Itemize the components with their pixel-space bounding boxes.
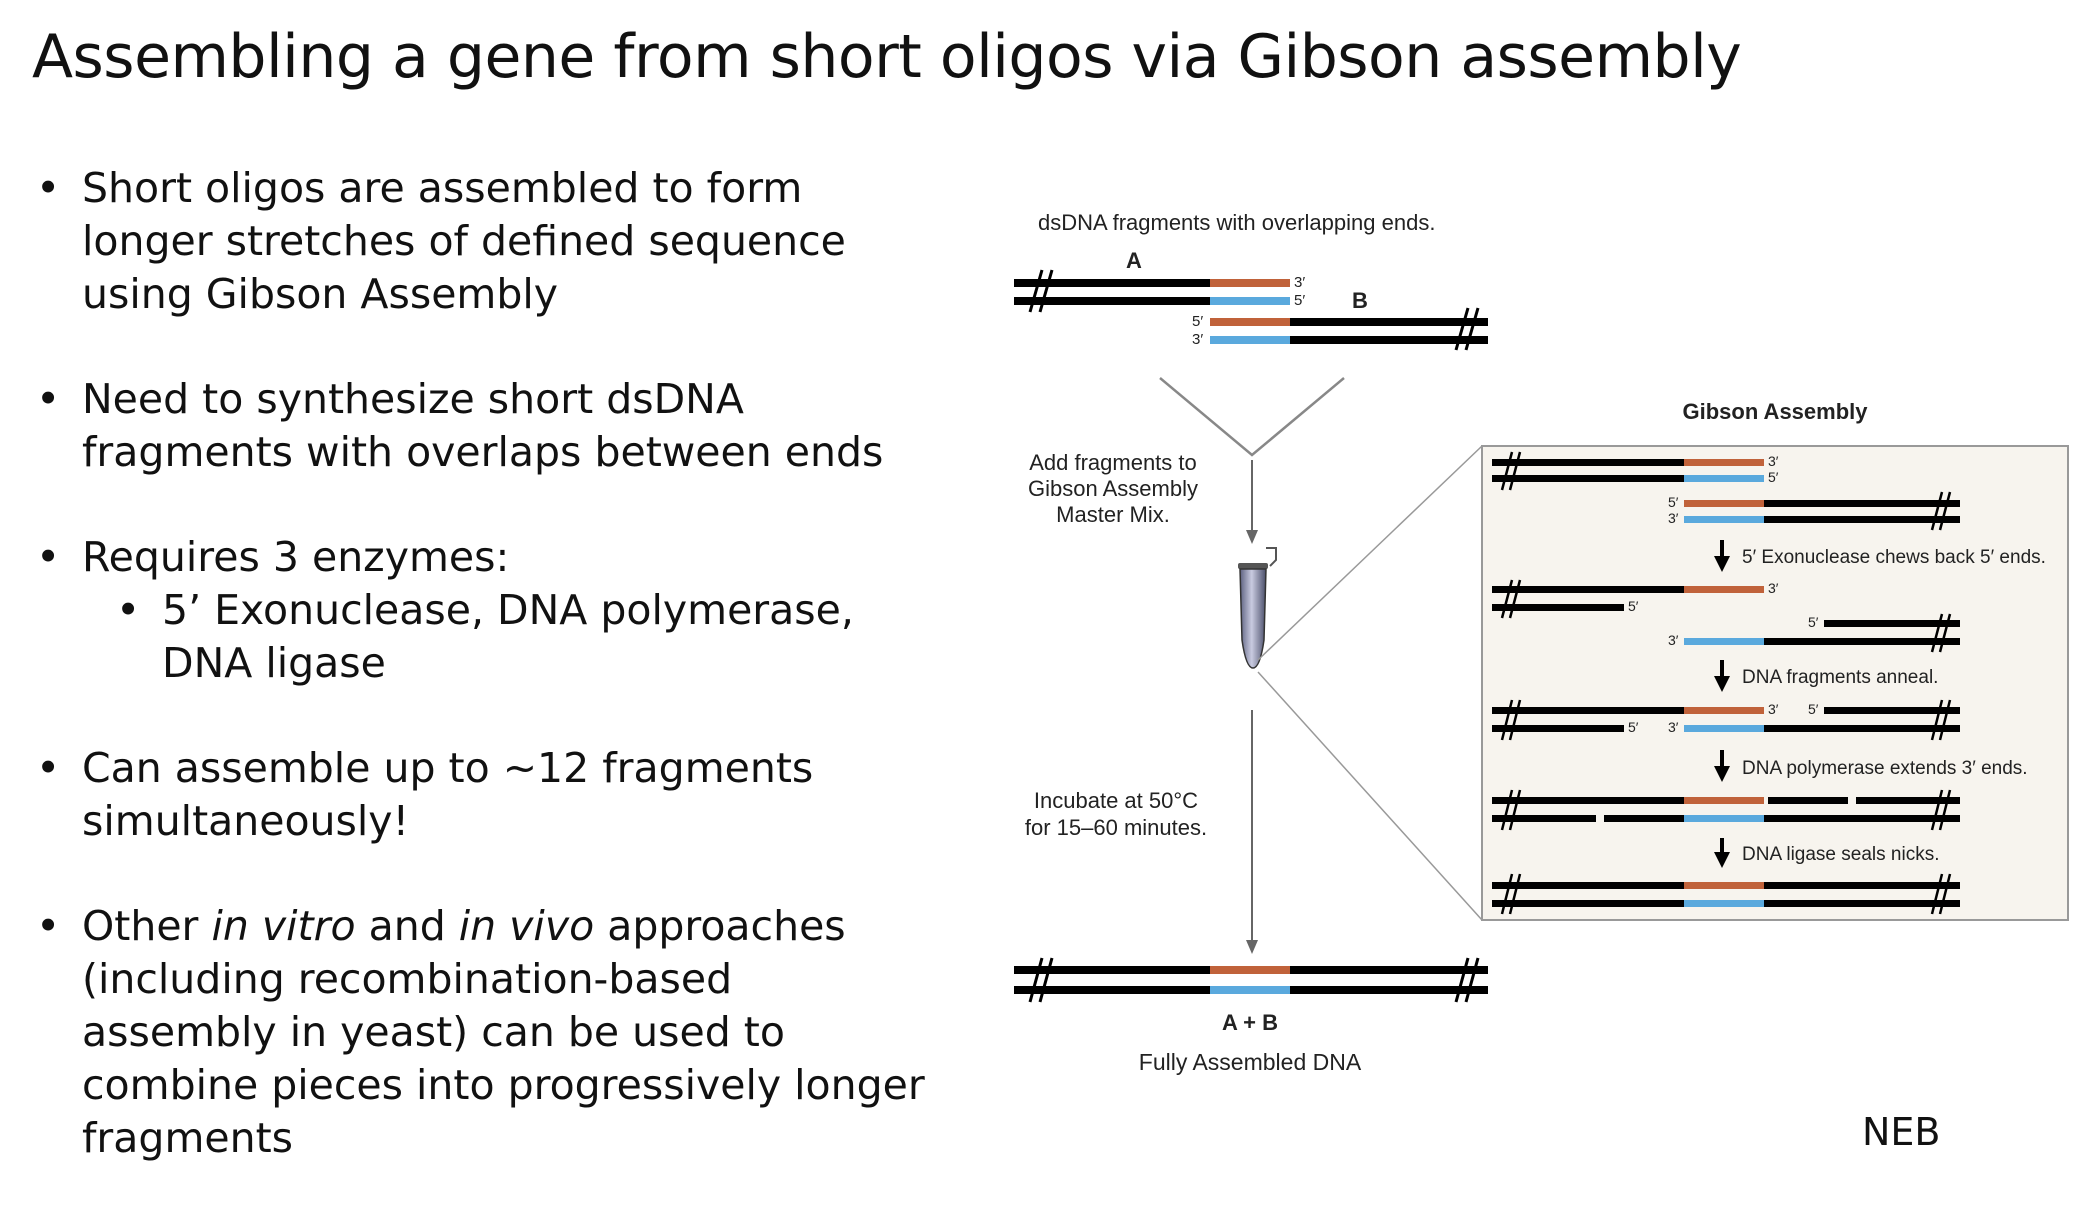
break-mark-icon <box>1930 789 1952 831</box>
end-label: 5′ <box>1768 469 1779 485</box>
bullet-text: Short oligos are assembled to form longe… <box>82 164 846 318</box>
incubate-line1: Incubate at 50°C <box>1034 788 1198 813</box>
break-mark-icon <box>1930 699 1952 741</box>
bullet-item: Other in vitro and in vivo approaches (i… <box>36 900 936 1165</box>
bullet-item: Short oligos are assembled to form longe… <box>36 162 936 321</box>
panel-step-extended <box>1492 789 1960 831</box>
bullet-italic-term: in vivo <box>458 902 595 950</box>
panel-step-chewed: 3′ 5′ 5′ 3′ <box>1492 579 1960 653</box>
arrow-head-icon <box>1714 556 1730 572</box>
break-mark-icon <box>1028 957 1054 1003</box>
add-fragments-line3: Master Mix. <box>1056 502 1170 527</box>
bullet-text-pre: Other <box>82 902 212 950</box>
product-label: A + B <box>1222 1010 1278 1035</box>
bullet-list: Short oligos are assembled to form longe… <box>36 162 936 1217</box>
sub-bullet-list: 5’ Exonuclease, DNA polymerase, DNA liga… <box>82 584 936 690</box>
fragment-b-label: B <box>1352 288 1368 313</box>
panel-title: Gibson Assembly <box>1682 399 1868 424</box>
end-label: 5′ <box>1668 494 1679 510</box>
zoom-line <box>1257 671 1483 921</box>
fragment-b: 5′ 3′ <box>1192 307 1488 351</box>
step-ligase: DNA ligase seals nicks. <box>1742 844 1939 865</box>
funnel-lines <box>1159 377 1345 457</box>
end-label: 3′ <box>1668 510 1679 526</box>
end-label: 5′ <box>1192 313 1203 330</box>
step-polymerase: DNA polymerase extends 3′ ends. <box>1742 758 2028 779</box>
bullet-item: Requires 3 enzymes: 5’ Exonuclease, DNA … <box>36 531 936 690</box>
reaction-tube-icon <box>1238 547 1277 669</box>
add-fragments-line2: Gibson Assembly <box>1028 476 1198 501</box>
break-mark-icon <box>1500 873 1522 915</box>
bullet-text-mid: and <box>355 902 459 950</box>
zoom-line <box>1257 445 1483 661</box>
arrow-head-icon <box>1714 766 1730 782</box>
bullet-italic-term: in vitro <box>211 902 356 950</box>
end-label: 3′ <box>1192 331 1203 348</box>
sub-bullet-text: 5’ Exonuclease, DNA polymerase, DNA liga… <box>162 586 854 687</box>
end-label: 5′ <box>1628 719 1639 735</box>
bullet-text: Need to synthesize short dsDNA fragments… <box>82 375 884 476</box>
source-credit: NEB <box>1862 1110 1941 1154</box>
bullet-text-post: approaches (including recombination-base… <box>82 902 925 1162</box>
break-mark-icon <box>1930 491 1952 531</box>
break-mark-icon <box>1930 613 1952 653</box>
arrow-head-icon <box>1246 530 1258 544</box>
break-mark-icon <box>1930 873 1952 915</box>
sub-bullet-item: 5’ Exonuclease, DNA polymerase, DNA liga… <box>82 584 936 690</box>
bullet-text: Requires 3 enzymes: <box>82 533 510 581</box>
panel-step-annealed: 3′ 5′ 5′ 3′ <box>1492 699 1960 741</box>
end-label: 3′ <box>1768 701 1779 717</box>
fragment-a-label: A <box>1126 248 1142 273</box>
step-anneal: DNA fragments anneal. <box>1742 667 1938 688</box>
end-label: 5′ <box>1294 292 1305 309</box>
arrow-head-icon <box>1714 852 1730 868</box>
end-label: 3′ <box>1294 274 1305 291</box>
end-label: 3′ <box>1668 632 1679 648</box>
fragment-a: 3′ 5′ <box>1014 269 1305 313</box>
gibson-assembly-diagram: dsDNA fragments with overlapping ends. A… <box>1014 210 2069 1075</box>
break-mark-icon <box>1500 451 1522 491</box>
add-fragments-line1: Add fragments to <box>1029 450 1197 475</box>
end-label: 5′ <box>1808 614 1819 630</box>
break-mark-icon <box>1500 699 1522 741</box>
end-label: 3′ <box>1768 580 1779 596</box>
gibson-panel <box>1481 445 2069 921</box>
panel-step-initial: 3′ 5′ 5′ 3′ <box>1492 451 1960 531</box>
incubate-line2: for 15–60 minutes. <box>1025 815 1207 840</box>
assembled-dna <box>1014 957 1488 1003</box>
break-mark-icon <box>1028 269 1054 313</box>
break-mark-icon <box>1500 789 1522 831</box>
bullet-item: Can assemble up to ~12 fragments simulta… <box>36 742 936 848</box>
bottom-caption: Fully Assembled DNA <box>1139 1049 1362 1075</box>
arrow-head-icon <box>1714 676 1730 692</box>
bullet-text: Can assemble up to ~12 fragments simulta… <box>82 744 814 845</box>
bullet-item: Need to synthesize short dsDNA fragments… <box>36 373 936 479</box>
end-label: 3′ <box>1668 719 1679 735</box>
end-label: 5′ <box>1808 701 1819 717</box>
arrow-head-icon <box>1246 940 1258 954</box>
break-mark-icon <box>1454 307 1480 351</box>
break-mark-icon <box>1500 579 1522 619</box>
step-exonuclease: 5′ Exonuclease chews back 5′ ends. <box>1742 547 2046 568</box>
top-caption: dsDNA fragments with overlapping ends. <box>1038 210 1435 235</box>
slide-title: Assembling a gene from short oligos via … <box>32 22 1742 92</box>
panel-step-sealed <box>1492 873 1960 915</box>
end-label: 5′ <box>1628 598 1639 614</box>
break-mark-icon <box>1454 957 1480 1003</box>
end-label: 3′ <box>1768 453 1779 469</box>
